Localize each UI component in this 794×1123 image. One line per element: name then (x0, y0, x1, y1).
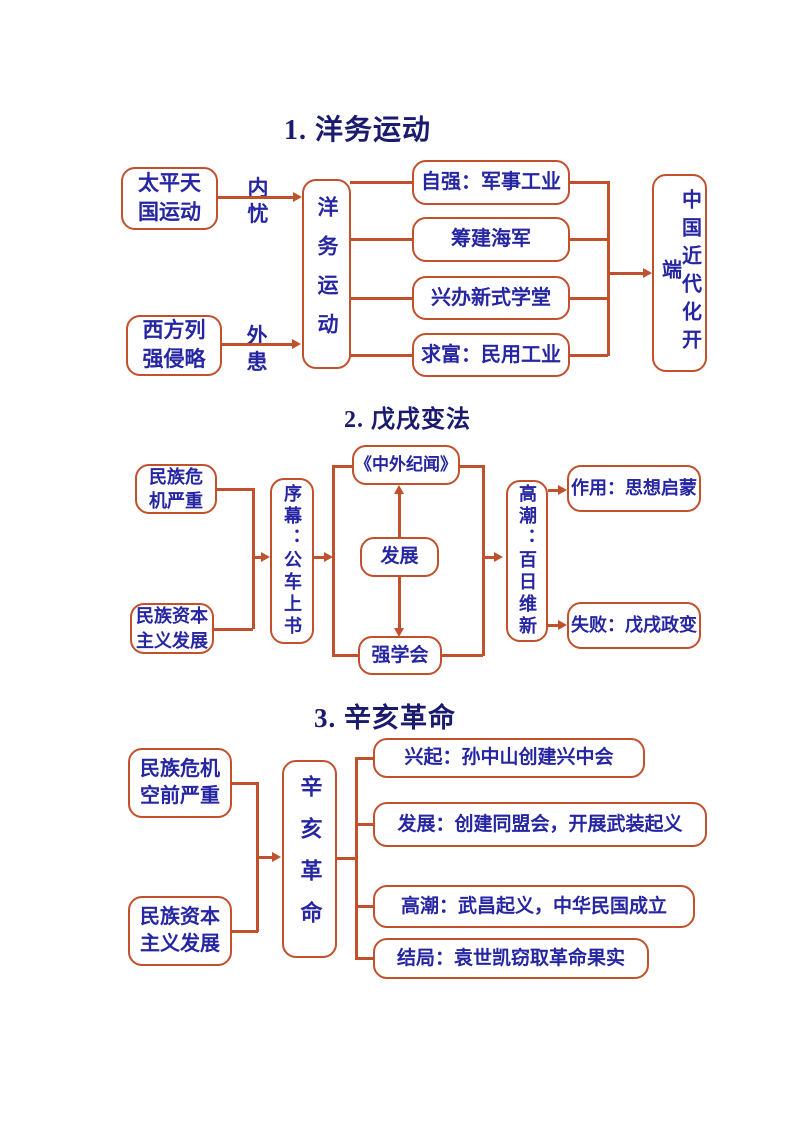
box-xinhai-revolution: 辛亥革命 (282, 760, 337, 958)
box-capitalism-development: 民族资本 主义发展 (128, 896, 232, 966)
connector-line (355, 757, 358, 959)
connector-line (607, 181, 610, 356)
connector-line (482, 465, 485, 656)
box-new-schools: 兴办新式学堂 (412, 276, 570, 320)
box-taiping-rebellion: 太平天 国运动 (121, 167, 218, 230)
box-civil-industry: 求富：民用工业 (412, 333, 570, 377)
box-qiangxuehui: 强学会 (358, 636, 442, 675)
box-national-capitalism: 民族资本 主义发展 (130, 603, 214, 654)
arrow-head (293, 192, 302, 202)
connector-line (256, 856, 273, 859)
arrow-head (292, 339, 301, 349)
connector-line (570, 238, 608, 241)
connector-line (232, 930, 258, 933)
connector-line (332, 465, 335, 656)
connector-line (232, 782, 258, 785)
connector-line (252, 488, 255, 629)
arrow-head (324, 552, 333, 562)
connector-line (398, 494, 401, 537)
section2-title: 2. 戊戌变法 (344, 407, 471, 433)
box-unprecedented-crisis: 民族危机 空前严重 (128, 748, 232, 818)
arrow-head (394, 628, 404, 637)
arrow-head (558, 485, 567, 495)
box-rise-xingzhonghui: 兴起：孙中山创建兴中会 (373, 738, 645, 778)
box-national-crisis: 民族危 机严重 (135, 464, 217, 514)
box-outcome-yuanshikai: 结局：袁世凯窃取革命果实 (373, 938, 649, 979)
box-develop-tongmenghui: 发展：创建同盟会，开展武装起义 (373, 802, 707, 847)
box-prelude-petition: 序幕：公车上书 (270, 478, 314, 644)
box-military-industry: 自强：军事工业 (412, 160, 570, 205)
connector-line (570, 181, 608, 184)
connector-line (350, 297, 412, 300)
section3-title: 3. 辛亥革命 (314, 703, 456, 733)
box-climax-wuchang: 高潮：武昌起义，中华民国成立 (373, 885, 695, 928)
box-zhongwai-jiwen: 《中外纪闻》 (352, 445, 460, 485)
connector-line (607, 272, 643, 275)
box-modernization-start: 中国近代化开端 (652, 174, 707, 372)
connector-line (570, 297, 608, 300)
connector-line (548, 624, 559, 627)
connector-line (332, 654, 358, 657)
connector-line (350, 238, 412, 241)
box-western-powers: 西方列 强侵略 (126, 315, 222, 376)
box-development: 发展 (360, 537, 439, 577)
box-build-navy: 筹建海军 (412, 217, 570, 262)
arrow-head (643, 268, 652, 278)
connector-line (214, 628, 253, 631)
connector-line (337, 857, 356, 860)
box-effect-enlightenment: 作用：思想启蒙 (567, 465, 701, 512)
arrow-head (494, 552, 503, 562)
connector-line (252, 556, 262, 559)
connector-line (355, 757, 373, 760)
arrow-head (261, 552, 270, 562)
connector-line (217, 196, 294, 199)
connector-line (314, 556, 325, 559)
arrow-head (394, 485, 404, 494)
connector-line (458, 465, 483, 468)
connector-line (570, 354, 608, 357)
connector-line (217, 488, 253, 491)
connector-line (442, 654, 483, 657)
connector-line (350, 354, 412, 357)
label-external-threat: 外 患 (246, 325, 268, 375)
box-failure-coup: 失败：戊戌政变 (567, 602, 701, 649)
label-internal-trouble: 内 忧 (247, 177, 269, 227)
connector-line (482, 556, 494, 559)
connector-line (398, 577, 401, 628)
connector-line (355, 905, 373, 908)
connector-line (332, 465, 352, 468)
connector-line (355, 823, 373, 826)
section1-title: 1. 洋务运动 (284, 115, 432, 146)
arrow-head (558, 620, 567, 630)
connector-line (220, 343, 293, 346)
box-yangwu-movement: 洋务运动 (302, 179, 351, 369)
connector-line (548, 489, 559, 492)
arrow-head (272, 852, 281, 862)
box-climax-hundred-days: 高潮：百日维新 (506, 480, 548, 642)
connector-line (350, 181, 412, 184)
connector-line (355, 957, 373, 960)
